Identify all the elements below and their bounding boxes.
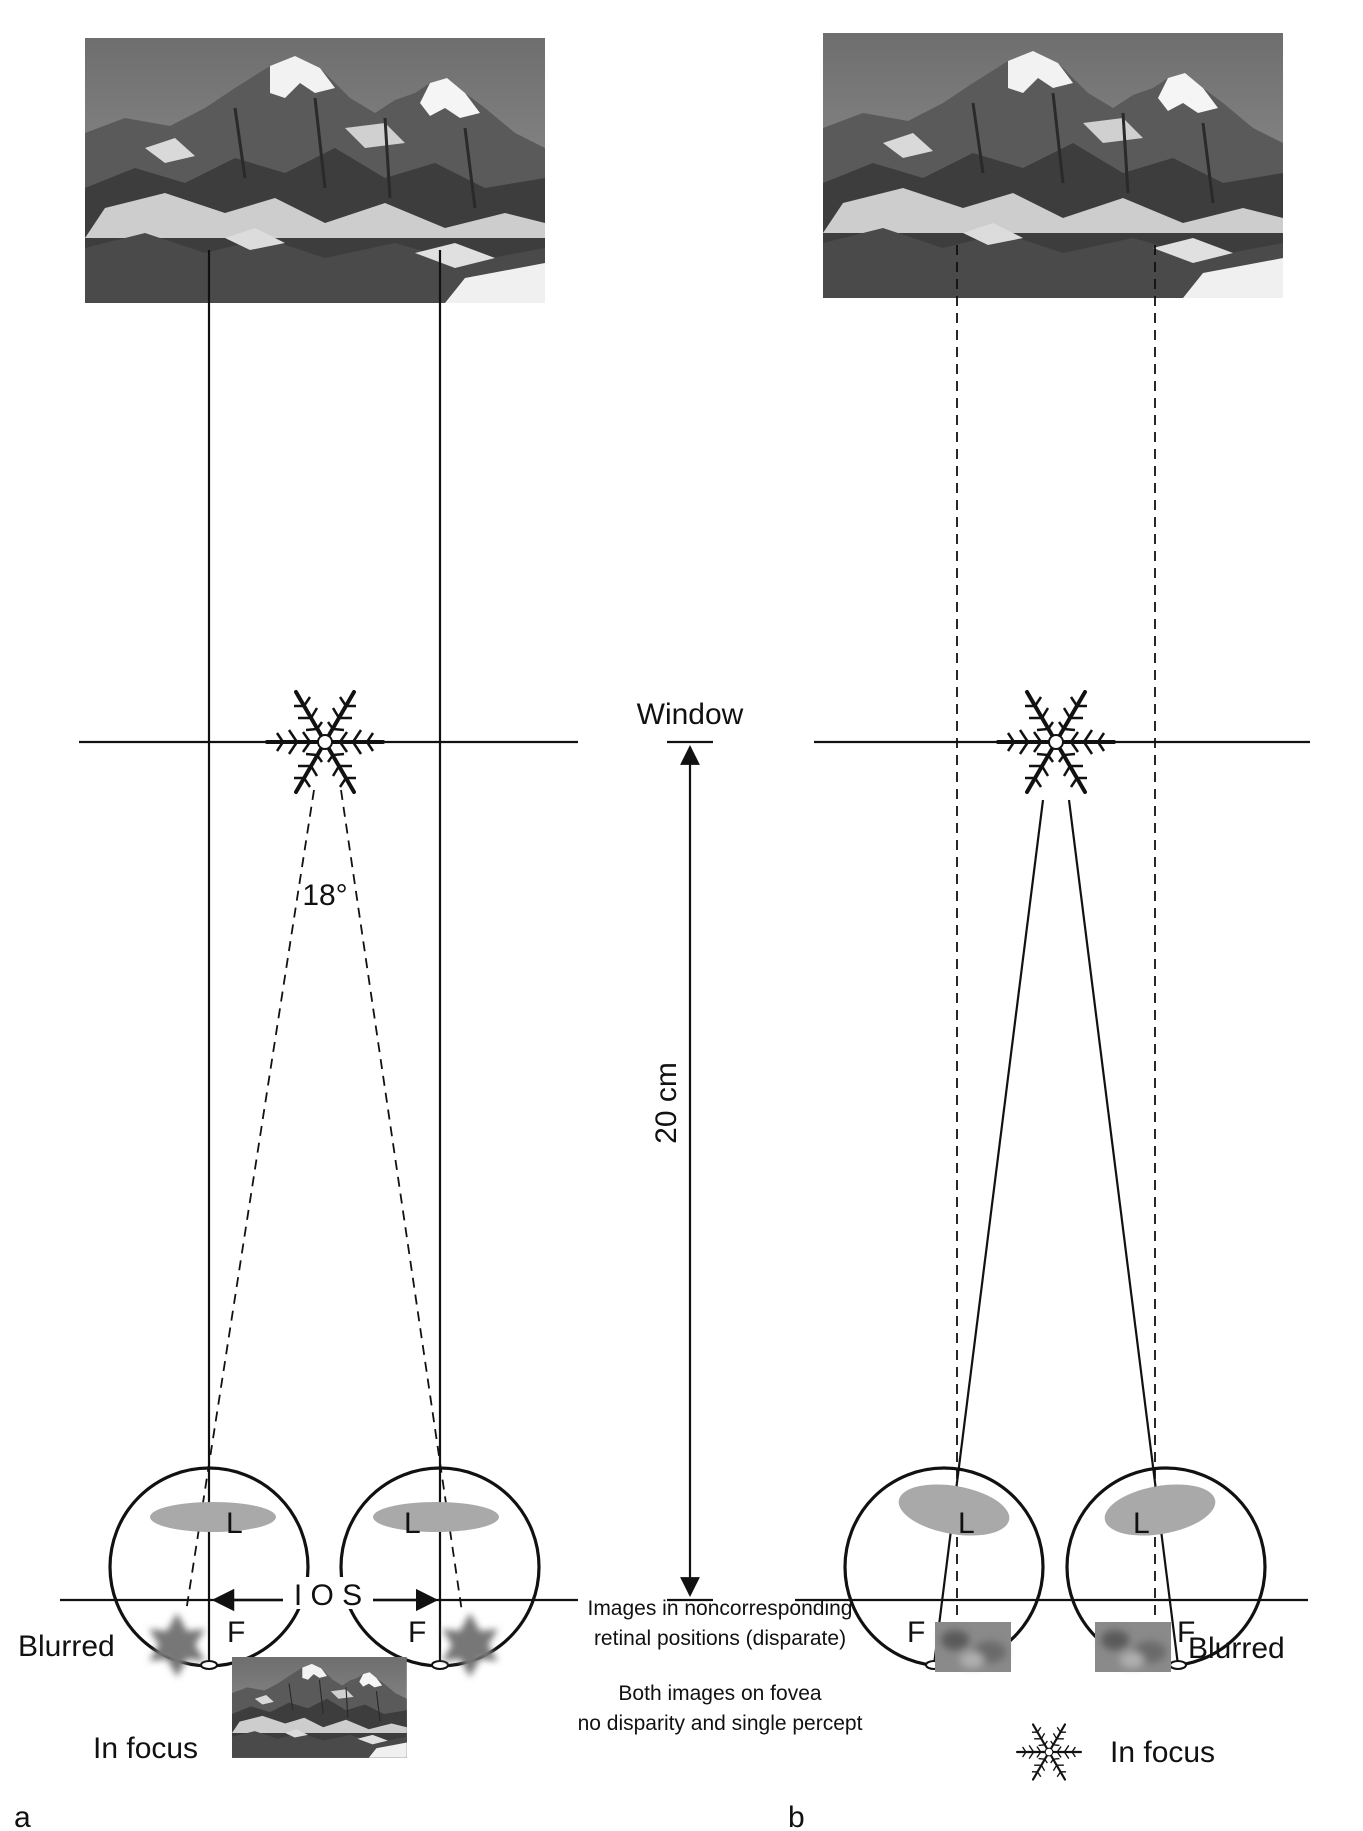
in-focus-label-b: In focus: [1110, 1736, 1215, 1769]
mountain-photo-b: [821, 31, 1285, 300]
center-annotations: Window 20 cm Images in noncorresponding …: [578, 698, 863, 1735]
fovea-right-a: [431, 1660, 449, 1670]
snowflake-b: [996, 690, 1116, 794]
lens-label-right-b: L: [1133, 1507, 1150, 1540]
blurred-snowflake-right-a: [442, 1613, 498, 1677]
left-eye-a: L F: [108, 1466, 310, 1670]
blurred-patch-right-b: [1095, 1622, 1171, 1672]
ios-label: I O S: [294, 1579, 362, 1612]
fovea-left-a: [200, 1660, 218, 1670]
right-eye-a: L F: [339, 1466, 541, 1670]
left-convergence-ray-b: [932, 799, 1045, 1666]
in-focus-label-a: In focus: [93, 1732, 198, 1765]
fovea-label-right-a: F: [408, 1616, 426, 1649]
in-focus-snowflake-b: [1015, 1723, 1083, 1781]
fovea-label-left-b: F: [907, 1616, 925, 1649]
in-focus-mountain-a: [231, 1656, 408, 1759]
right-convergence-ray-b: [1067, 799, 1180, 1666]
fovea-label-right-b: F: [1177, 1616, 1195, 1649]
fovea-right-b: [1169, 1660, 1187, 1670]
panel-b: L F L F Blurred: [788, 31, 1310, 1831]
lens-label-left-b: L: [958, 1507, 975, 1540]
caption-fovea-line1: Both images on fovea: [618, 1682, 821, 1705]
panel-label-a: a: [14, 1801, 31, 1831]
caption-fovea-line2: no disparity and single percept: [578, 1712, 863, 1735]
caption-disparate-line2: retinal positions (disparate): [594, 1627, 846, 1650]
distance-label: 20 cm: [650, 1062, 683, 1144]
blurred-patch-left-b: [935, 1622, 1011, 1672]
fovea-label-left-a: F: [227, 1616, 245, 1649]
lens-label-right-a: L: [404, 1507, 421, 1540]
mountain-photo-a: [83, 36, 547, 305]
right-dashed-ray-a: [340, 789, 463, 1613]
left-eye-b: L F: [843, 1466, 1045, 1670]
window-label: Window: [637, 698, 744, 731]
blurred-label-b: Blurred: [1188, 1632, 1285, 1665]
blurred-snowflake-left-a: [149, 1613, 205, 1677]
snowflake-a: [265, 690, 385, 794]
panel-a: 18° L F L F I O S Blurred In focus: [14, 36, 578, 1831]
blurred-label-a: Blurred: [18, 1630, 115, 1663]
panel-label-b: b: [788, 1801, 805, 1831]
angle-label: 18°: [302, 879, 347, 912]
lens-label-left-a: L: [226, 1507, 243, 1540]
left-dashed-ray-a: [185, 789, 315, 1613]
caption-disparate-line1: Images in noncorresponding: [587, 1597, 852, 1620]
